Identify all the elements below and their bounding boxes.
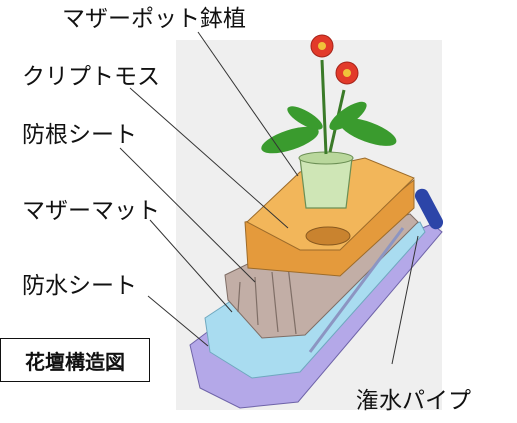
potted-plant bbox=[261, 59, 397, 209]
leader-waterproof-sheet bbox=[147, 295, 209, 347]
label-irrigation-pipe: 潅水パイプ bbox=[356, 388, 471, 414]
label-mother-pot: マザーポット鉢植 bbox=[62, 6, 246, 32]
label-waterproof-sheet: 防水シート bbox=[22, 273, 137, 299]
irrigation-pipe bbox=[308, 188, 444, 353]
label-mother-mat: マザーマット bbox=[22, 198, 160, 224]
flower-lower bbox=[335, 61, 359, 85]
leader-irrigation-pipe bbox=[391, 235, 419, 365]
label-cryptomoss: クリプトモス bbox=[22, 64, 160, 90]
label-root-sheet: 防根シート bbox=[22, 122, 137, 148]
leader-mother-mat bbox=[149, 219, 233, 313]
root-sheet-stripes bbox=[237, 265, 297, 335]
leader-lines bbox=[119, 31, 419, 365]
diagram-title: 花壇構造図 bbox=[0, 338, 150, 382]
flower-upper bbox=[310, 34, 334, 58]
leader-root-sheet bbox=[119, 147, 256, 283]
leader-cryptomoss bbox=[129, 87, 289, 229]
leader-mother-pot bbox=[197, 31, 299, 177]
cryptomoss-hole bbox=[305, 226, 351, 246]
